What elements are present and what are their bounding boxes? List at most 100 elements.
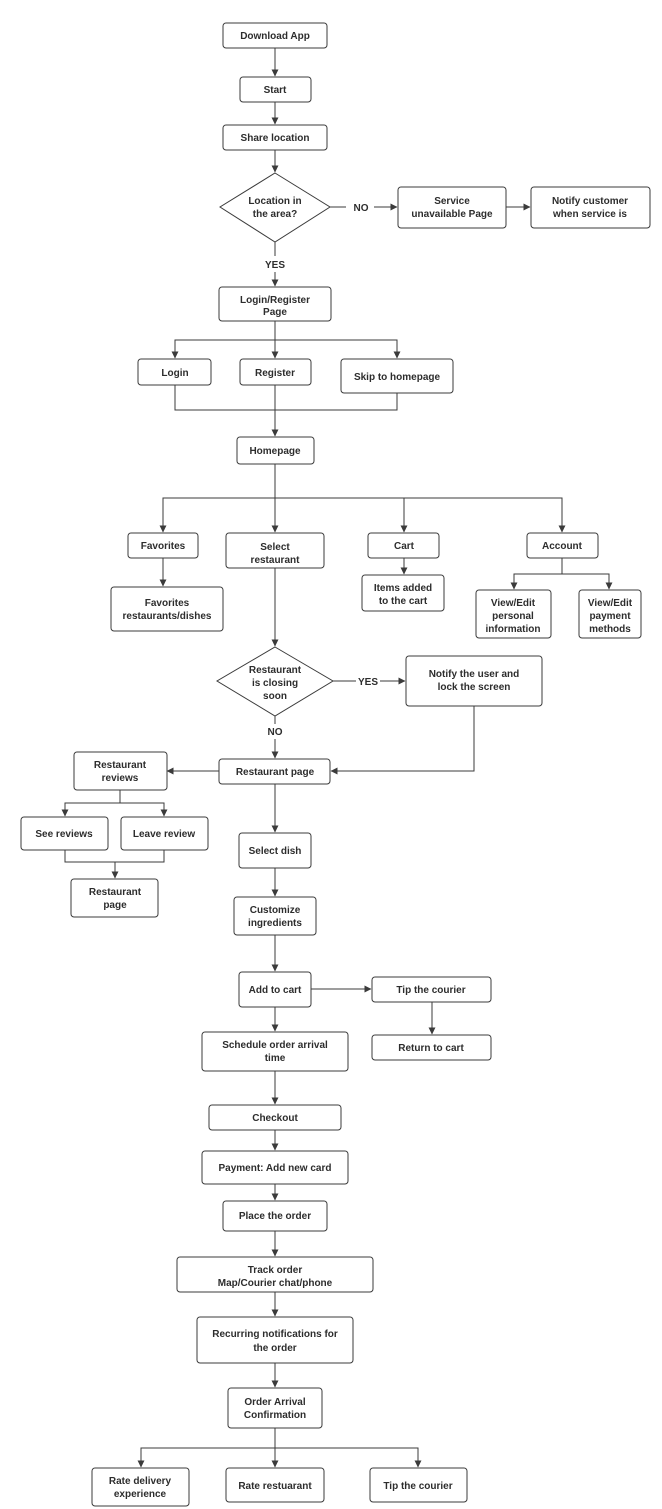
edge-login-merge — [174, 385, 275, 411]
node-label: See reviews — [35, 829, 93, 840]
edge-lr-skip — [275, 339, 401, 359]
nodes: Download App Start Share location Locati… — [20, 22, 651, 1507]
node-return-to-cart: Return to cart — [371, 1034, 492, 1061]
node-label: Leave review — [133, 829, 195, 840]
node-add-to-cart: Add to cart — [238, 971, 312, 1008]
edge-reviews-leave — [120, 802, 168, 817]
node-restaurant-page: Restaurant page — [218, 758, 331, 785]
node-account: Account — [526, 532, 599, 559]
label-location-no: NO — [354, 203, 369, 214]
label-closing-no: NO — [268, 727, 283, 738]
node-label: Favorites — [141, 541, 186, 552]
edge-branch-rate-delivery — [137, 1447, 275, 1468]
node-label: Login — [161, 368, 188, 379]
node-favorites: Favorites — [127, 532, 199, 559]
edge-skip-merge — [275, 393, 398, 411]
edge-branch-tip-courier — [275, 1447, 422, 1468]
node-homepage: Homepage — [236, 436, 315, 465]
node-place-order: Place the order — [222, 1200, 328, 1232]
node-label: Account — [542, 541, 583, 552]
node-login: Login — [137, 358, 212, 386]
node-skip-to-homepage: Skip to homepage — [340, 358, 454, 394]
node-register: Register — [239, 358, 312, 386]
label-location-yes: YES — [265, 260, 285, 271]
node-label: Download App — [240, 31, 310, 42]
node-see-reviews: See reviews — [20, 816, 109, 851]
node-label: Payment: Add new card — [219, 1163, 332, 1174]
edge-branch-favorites — [159, 497, 275, 533]
edge-labels: NO YES YES NO — [265, 203, 378, 738]
edge-see-merge — [64, 850, 115, 863]
node-payment: Payment: Add new card — [201, 1150, 349, 1185]
edge-notify-lock-restaurant-page — [330, 706, 475, 775]
edge-lr-login — [171, 339, 275, 359]
edge-branch-account — [275, 497, 566, 533]
label-closing-yes: YES — [358, 677, 378, 688]
edge-leave-merge — [115, 850, 165, 863]
node-select-dish: Select dish — [238, 832, 312, 869]
node-label: Share location — [241, 133, 310, 144]
node-label: Tip the courier — [396, 985, 465, 996]
node-label: Add to cart — [249, 985, 302, 996]
edge-account-personal — [510, 558, 563, 590]
node-cart: Cart — [367, 532, 440, 559]
node-label: Register — [255, 368, 295, 379]
node-label: Tip the courier — [383, 1481, 452, 1492]
edge-account-payment — [562, 573, 613, 590]
node-label: Return to cart — [398, 1043, 464, 1054]
node-rate-restaurant: Rate restuarant — [225, 1467, 325, 1503]
node-download-app: Download App — [222, 22, 328, 49]
node-label: Cart — [394, 541, 415, 552]
node-label: Start — [264, 85, 287, 96]
edge-branch-cart — [275, 497, 408, 533]
node-tip-courier-2: Tip the courier — [369, 1467, 468, 1503]
node-label: Place the order — [239, 1211, 311, 1222]
edge-reviews-see — [61, 790, 121, 817]
node-label: Restaurant page — [236, 767, 315, 778]
edges — [61, 48, 613, 1468]
node-label: Select dish — [249, 846, 302, 857]
node-leave-review: Leave review — [120, 816, 209, 851]
node-share-location: Share location — [222, 124, 328, 151]
node-start: Start — [239, 76, 312, 103]
node-label: Homepage — [249, 446, 301, 457]
node-tip-courier-1: Tip the courier — [371, 976, 492, 1003]
